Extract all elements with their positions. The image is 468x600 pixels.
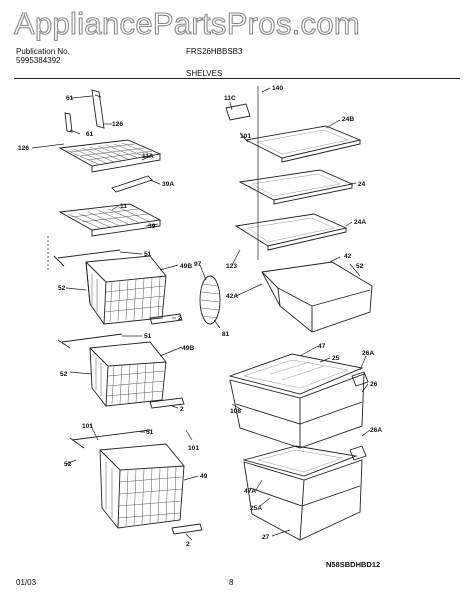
callout-51-lower: 51 [146, 429, 154, 436]
callout-52-upper: 52 [58, 285, 66, 292]
section-title: SHELVES [186, 69, 223, 78]
callout-2-upper: 2 [178, 315, 182, 322]
callout-49b-upper: 49B [180, 263, 192, 270]
callout-108: 108 [230, 408, 241, 415]
wire-basket-lower [69, 429, 203, 535]
drawing-id: N58SBDHBD12 [326, 560, 381, 569]
callout-24b: 24B [342, 116, 354, 123]
publication-label: Publication No. [16, 47, 70, 56]
coil-spring-97 [199, 275, 221, 325]
wire-basket-middle [57, 333, 185, 409]
callout-42: 42 [344, 253, 352, 260]
callout-24: 24 [358, 181, 366, 188]
callout-51-middle: 51 [144, 333, 152, 340]
meat-pan-bin [229, 373, 365, 449]
callout-2-middle: 2 [180, 406, 184, 413]
crisper-drawer-lower [243, 459, 363, 541]
leader-lines [31, 87, 371, 541]
wire-shelf-11a [58, 139, 162, 173]
footer-date: 01/03 [16, 578, 37, 587]
callout-140: 140 [272, 85, 283, 92]
shelf-trim-39a [111, 175, 153, 193]
callout-11: 11 [120, 203, 127, 210]
callout-123: 123 [226, 263, 237, 270]
callout-49: 49 [200, 473, 208, 480]
callout-51-upper: 51 [144, 251, 152, 258]
model-number: FRS26HBBSB3 [186, 47, 243, 56]
rail-26a-upper [351, 371, 369, 387]
callout-126-left: 126 [18, 145, 29, 152]
callout-26a-lower: 26A [370, 427, 382, 434]
callout-42a: 42A [226, 293, 238, 300]
callout-61-lower: 61 [86, 131, 94, 138]
callout-61-top: 61 [66, 95, 74, 102]
callout-39: 39 [148, 223, 156, 230]
callout-2-lower: 2 [186, 541, 190, 548]
callout-26: 26 [370, 381, 378, 388]
callout-101-center: 101 [188, 445, 199, 452]
rail-26a-lower [349, 445, 367, 461]
callout-11c: 11C [224, 95, 236, 102]
glass-shelf-25 [228, 353, 364, 395]
wire-shelf-11 [58, 203, 162, 237]
callout-47: 47 [318, 343, 326, 350]
callout-47a: 47A [244, 488, 256, 495]
crisper-drawer-upper [261, 261, 373, 333]
callout-126-top: 126 [112, 121, 123, 128]
wire-basket-upper [53, 249, 183, 325]
glass-shelf-24 [238, 169, 354, 205]
footer-page-number: 8 [229, 578, 234, 587]
callout-25: 25 [332, 355, 340, 362]
callout-25a: 25A [250, 505, 262, 512]
callout-52-right: 52 [356, 263, 364, 270]
shelf-bracket-part [64, 89, 105, 133]
glass-shelf-24a [234, 213, 348, 251]
callout-97: 97 [194, 261, 202, 268]
callout-27: 27 [262, 534, 270, 541]
glass-shelf-24b [225, 103, 362, 163]
callout-labels: 61 126 61 126 11C 101 140 24B 11A 39A 24… [18, 85, 382, 548]
callout-24a: 24A [354, 219, 366, 226]
callout-52-middle: 52 [60, 371, 68, 378]
callout-81: 81 [222, 331, 230, 338]
header-rule [14, 78, 460, 79]
callout-39a: 39A [162, 181, 174, 188]
publication-number: 5995384392 [16, 56, 61, 65]
callout-101-left: 101 [82, 423, 93, 430]
callout-52-lower: 52 [64, 461, 72, 468]
callout-11a: 11A [142, 153, 154, 160]
watermark-logo: AppliancePartsPros.com [13, 5, 361, 41]
callout-26a-upper: 26A [362, 350, 374, 357]
callout-101-right: 101 [240, 133, 251, 140]
glass-shelf-25a [242, 445, 358, 477]
callout-49b-middle: 49B [182, 345, 194, 352]
